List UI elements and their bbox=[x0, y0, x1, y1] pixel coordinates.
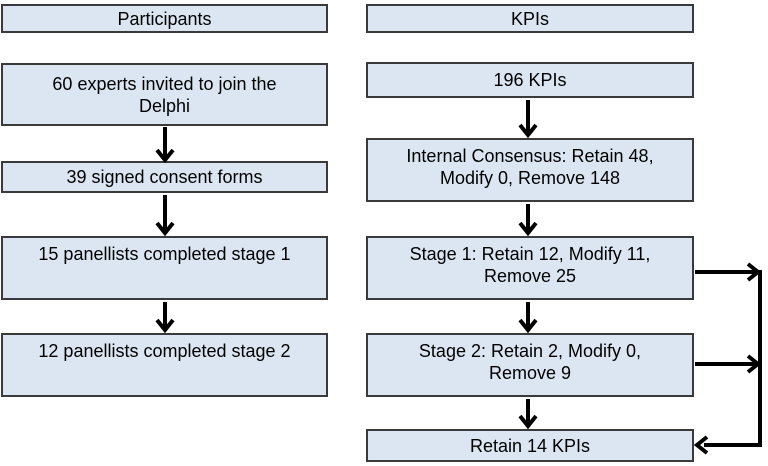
kpis-header-box: KPIs bbox=[366, 4, 694, 33]
box-experts-invited: 60 experts invited to join the Delphi bbox=[1, 63, 328, 126]
box-retain-kpis-label: Retain 14 KPIs bbox=[469, 435, 591, 456]
box-experts-invited-label: 60 experts invited to join the Delphi bbox=[52, 73, 277, 116]
arrow-experts-to-consent bbox=[155, 127, 175, 164]
arrow-stage1-side-out bbox=[695, 262, 762, 282]
box-stage1-kpis-label: Stage 1: Retain 12, Modify 11, Remove 25 bbox=[409, 244, 651, 286]
box-consent-forms: 39 signed consent forms bbox=[1, 161, 328, 193]
box-stage2-panellists: 12 panellists completed stage 2 bbox=[1, 333, 328, 397]
arrow-196-to-consensus bbox=[518, 100, 538, 139]
participants-header-box: Participants bbox=[1, 4, 328, 33]
arrow-stage1-to-stage2-kpis bbox=[518, 302, 538, 334]
box-stage2-kpis: Stage 2: Retain 2, Modify 0, Remove 9 bbox=[366, 333, 694, 397]
box-stage1-panellists: 15 panellists completed stage 1 bbox=[1, 236, 328, 300]
box-stage1-kpis: Stage 1: Retain 12, Modify 11, Remove 25 bbox=[366, 236, 694, 300]
box-stage2-kpis-label: Stage 2: Retain 2, Modify 0, Remove 9 bbox=[418, 341, 642, 383]
box-stage2-panellists-label: 12 panellists completed stage 2 bbox=[38, 341, 291, 361]
box-196-kpis-label: 196 KPIs bbox=[493, 70, 567, 90]
box-stage1-panellists-label: 15 panellists completed stage 1 bbox=[38, 244, 291, 264]
arrow-consensus-to-stage1 bbox=[518, 204, 538, 237]
participants-header-label: Participants bbox=[117, 8, 212, 29]
kpis-header-label: KPIs bbox=[510, 8, 549, 29]
side-spine-to-retain bbox=[693, 270, 762, 455]
box-196-kpis: 196 KPIs bbox=[366, 62, 694, 98]
arrow-stage2-to-retain bbox=[518, 399, 538, 430]
box-internal-consensus-label: Internal Consensus: Retain 48, Modify 0,… bbox=[406, 146, 654, 188]
arrow-consent-to-stage1 bbox=[155, 195, 175, 237]
arrow-stage1-to-stage2-panellists bbox=[155, 302, 175, 334]
arrow-stage2-side-out bbox=[695, 354, 762, 374]
box-internal-consensus: Internal Consensus: Retain 48, Modify 0,… bbox=[366, 138, 694, 202]
box-retain-kpis: Retain 14 KPIs bbox=[366, 429, 694, 462]
box-consent-forms-label: 39 signed consent forms bbox=[66, 167, 263, 187]
